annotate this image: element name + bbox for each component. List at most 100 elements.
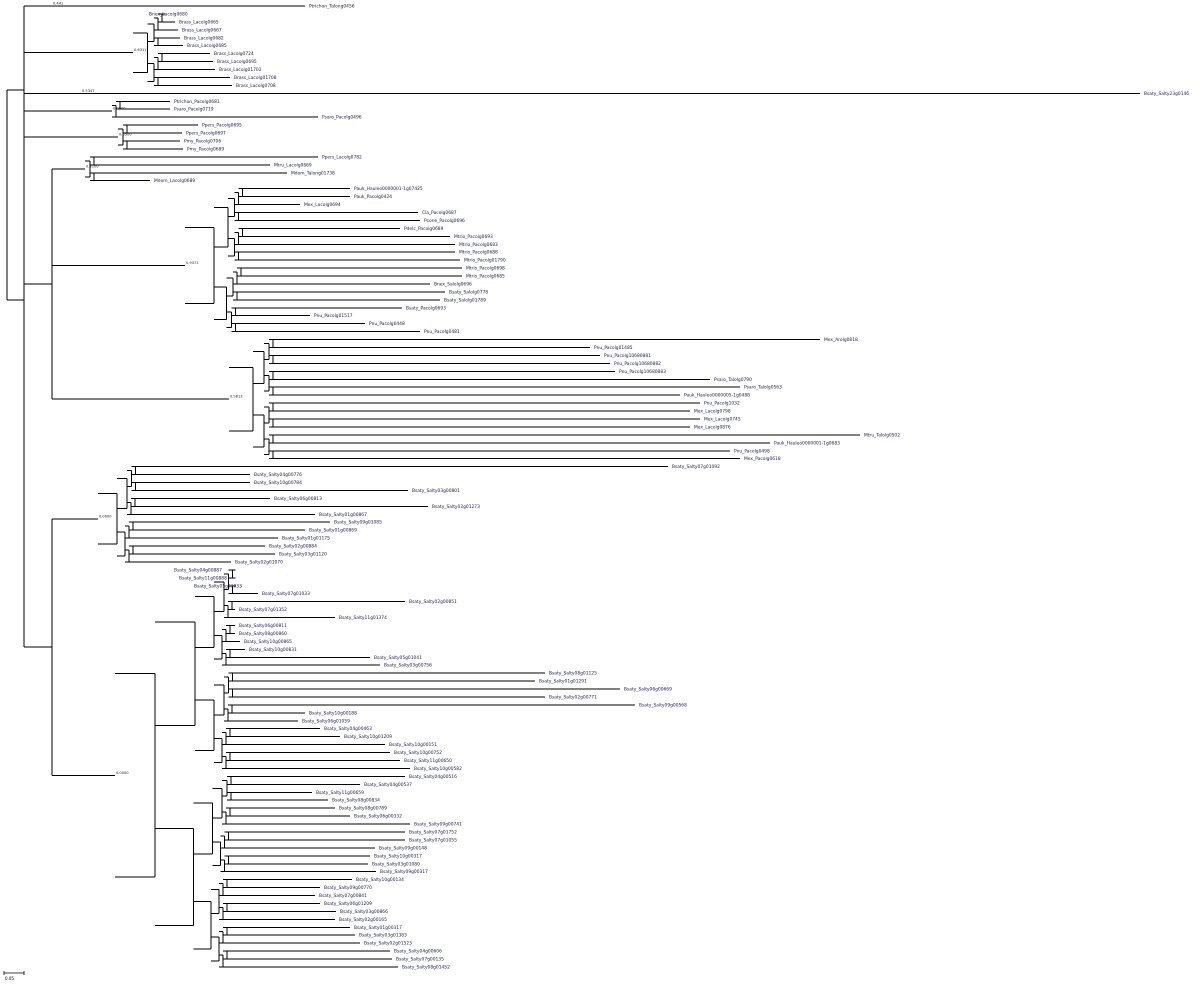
leaf-label: Bnex_Salolg0696 bbox=[434, 281, 472, 287]
leaf-label: Bsaty_Salty07g01352 bbox=[239, 607, 287, 613]
leaf-label: Bsaty_Salolg01789 bbox=[444, 297, 486, 303]
leaf-label: Pauk_Pacolg0424 bbox=[354, 194, 392, 200]
leaf-label: Bsaty_Salty06g00669 bbox=[624, 687, 672, 693]
leaf-label: Bsaty_Salty10g01209 bbox=[344, 734, 392, 740]
leaf-label: Pauk_Hauleo0000001-1g07425 bbox=[354, 186, 423, 192]
leaf-label: Bsaty_Salty06g00332 bbox=[354, 814, 402, 820]
scale-bar: 0.05 bbox=[3, 971, 25, 981]
leaf-label: Psaro_Talolg0790 bbox=[714, 377, 752, 383]
leaf-label: Brass_Lacolg01708 bbox=[234, 75, 277, 81]
leaf-label: Bsaty_Salty10g00784 bbox=[254, 480, 302, 486]
support-label: 0.0000 bbox=[99, 514, 112, 518]
leaf-label: Bsaty_Salty09g01085 bbox=[334, 520, 382, 526]
leaf-label: Bsaty_Salty07g01055 bbox=[409, 837, 457, 843]
leaf-label: Bsaty_Salty04g00776 bbox=[254, 472, 302, 478]
leaf-label: Psaro_Pacolg0496 bbox=[322, 115, 362, 121]
leaf-label: Bsaty_Salty01g00867 bbox=[319, 512, 367, 518]
leaf-label: Pnu_Pacolg10680882 bbox=[614, 361, 661, 367]
leaf-label: Bsaty_Salty10g00831 bbox=[249, 647, 297, 653]
leaf-label: Pnu_Pacolg10680881 bbox=[604, 353, 651, 359]
leaf-label: Ppers_Pacolg0697 bbox=[186, 131, 226, 137]
leaf-label: Mtrio_Pacolg0693 bbox=[454, 234, 493, 240]
leaf-label: Pnu_Pacolg10680883 bbox=[619, 369, 666, 375]
leaf-label: Bsaty_Salty05g01033 bbox=[194, 583, 242, 589]
leaf-label: Bsaty_Salty04g00463 bbox=[324, 726, 372, 732]
leaf-label: Bsaty_Salty08g01452 bbox=[402, 965, 450, 971]
leaf-label: Pnu_Pacolg0481 bbox=[424, 329, 460, 335]
leaf-label: Ppers_Pacolg0695 bbox=[202, 123, 242, 129]
leaf-label: Bsaty_Salty10g00582 bbox=[414, 766, 462, 772]
leaf-label: Pcone_Pacolg0696 bbox=[424, 218, 465, 224]
leaf-label: Bsaty_Salty01g01291 bbox=[539, 679, 587, 685]
leaf-label: Bsaty_Salty06g01059 bbox=[302, 718, 350, 724]
leaf-label: Mtru_Talolg0502 bbox=[864, 432, 900, 438]
leaf-label: Bsaty_Salty04g00537 bbox=[364, 782, 412, 788]
leaf-label: Pmy_Pacolg0689 bbox=[187, 146, 224, 152]
leaf-label: Bsaty_Salty04g00516 bbox=[409, 774, 457, 780]
leaf-label: Bsaty_Salty02g00851 bbox=[409, 599, 457, 605]
leaf-label: Bsaty_Salty02g01523 bbox=[364, 941, 412, 947]
leaf-label: Mex_Lacolg0876 bbox=[694, 424, 731, 430]
leaf-label: Bsaty_Salty07g01752 bbox=[409, 829, 457, 835]
leaf-label: Bsaty_Salty08g00860 bbox=[239, 631, 287, 637]
leaf-label: Bsaty_Salty11g01374 bbox=[339, 615, 387, 621]
leaf-label: Ppers_Lacolg0782 bbox=[322, 154, 362, 160]
leaf-label: Pauk_Hauleo0000005-1g0488 bbox=[684, 393, 750, 399]
leaf-label: Mtrio_Pacolg0688 bbox=[459, 250, 498, 256]
leaf-label: Bsaty_Salty08g01125 bbox=[549, 671, 597, 677]
leaf-label: Bsaty_Salolg0778 bbox=[449, 289, 488, 295]
leaf-label: Cla_Pacolg0687 bbox=[422, 210, 457, 216]
leaf-label: Bnex_Lacolg0680 bbox=[149, 11, 188, 17]
leaf-label: Mdom_Talong01738 bbox=[291, 170, 335, 176]
leaf-label: Bsaty_Salty10g00865 bbox=[244, 639, 292, 645]
leaf-label: Psaro_Talolg0563 bbox=[744, 385, 782, 391]
leaf-label: Mtrio_Pacolg01790 bbox=[464, 258, 506, 264]
leaf-label: Bsaty_Pacolg0693 bbox=[406, 305, 446, 311]
leaf-label: Bsaty_Salty07g01033 bbox=[262, 591, 310, 597]
leaf-label: Bsaty_Salty09g00317 bbox=[380, 869, 428, 875]
leaf-label: Brass_Lacolg01702 bbox=[219, 67, 262, 73]
leaf-label: Brass_Lacolg0724 bbox=[214, 51, 254, 57]
leaf-label: Bsaty_Salty09g00568 bbox=[639, 702, 687, 708]
tree-support-labels: 0.4410.63110.53470.00000.05000.41000.937… bbox=[53, 2, 243, 775]
leaf-label: Bsaty_Salty10g00317 bbox=[374, 853, 422, 859]
leaf-label: Bsaty_Salty01g00317 bbox=[354, 925, 402, 931]
leaf-label: Brass_Lacolg0685 bbox=[187, 43, 227, 49]
leaf-label: Brass_Lacolg0708 bbox=[236, 83, 276, 89]
leaf-label: Mex_Lacolg0694 bbox=[304, 202, 341, 208]
support-label: 0.0000 bbox=[116, 771, 129, 775]
leaf-label: Brass_Lacolg0695 bbox=[217, 59, 257, 65]
leaf-label: Bsaty_Salty02g01273 bbox=[432, 504, 480, 510]
leaf-label: Bsaty_Salty07g00841 bbox=[319, 893, 367, 899]
support-label: 0.9371 bbox=[186, 261, 199, 265]
leaf-label: Bsaty_Salty07g00135 bbox=[396, 957, 444, 963]
leaf-label: Mtrio_Pacolg0683 bbox=[459, 242, 498, 248]
leaf-label: Mtrio_Pacolg0698 bbox=[466, 266, 505, 272]
leaf-label: Pnu_Pacolg0498 bbox=[734, 448, 770, 454]
leaf-label: Mex_Pacolg0618 bbox=[744, 456, 781, 462]
leaf-label: Mex_Arolg0818 bbox=[824, 337, 858, 343]
leaf-label: Bsaty_Salty04g00887 bbox=[174, 567, 222, 573]
leaf-label: Bsaty_Salty09g00741 bbox=[414, 822, 462, 828]
leaf-label: Bsaty_Salty02g00771 bbox=[549, 694, 597, 700]
scale-bar-label: 0.05 bbox=[5, 976, 14, 981]
support-label: 0.0000 bbox=[113, 107, 126, 111]
leaf-label: Bsaty_Salty02g00884 bbox=[269, 544, 317, 550]
support-label: 0.4100 bbox=[86, 164, 99, 168]
leaf-label: Bsaty_Salty10g00151 bbox=[389, 742, 437, 748]
leaf-label: Bsaty_Salty06g01209 bbox=[324, 901, 372, 907]
leaf-label: Mtrio_Pacolg0685 bbox=[466, 274, 505, 280]
tree-branches bbox=[6, 5, 1140, 968]
leaf-label: Pnu_Pacolg0448 bbox=[369, 321, 405, 327]
leaf-label: Bsaty_Salty03g00756 bbox=[384, 663, 432, 669]
support-label: 0.9813 bbox=[230, 395, 243, 399]
tree-leaf-labels: Ptrichon_Talong0456Bnex_Lacolg0680Brass_… bbox=[149, 4, 1189, 971]
leaf-label: Brass_Lacolg0665 bbox=[179, 19, 219, 25]
leaf-label: Mex_Lacolg0798 bbox=[694, 409, 731, 415]
leaf-label: Bsaty_Salty08g00789 bbox=[339, 806, 387, 812]
support-label: 0.6311 bbox=[134, 48, 147, 52]
leaf-label: Bsaty_Salty09g00770 bbox=[324, 885, 372, 891]
leaf-label: Bsaty_Salty03g00866 bbox=[340, 909, 388, 915]
leaf-label: Pnu_Pacolg01517 bbox=[314, 313, 353, 319]
